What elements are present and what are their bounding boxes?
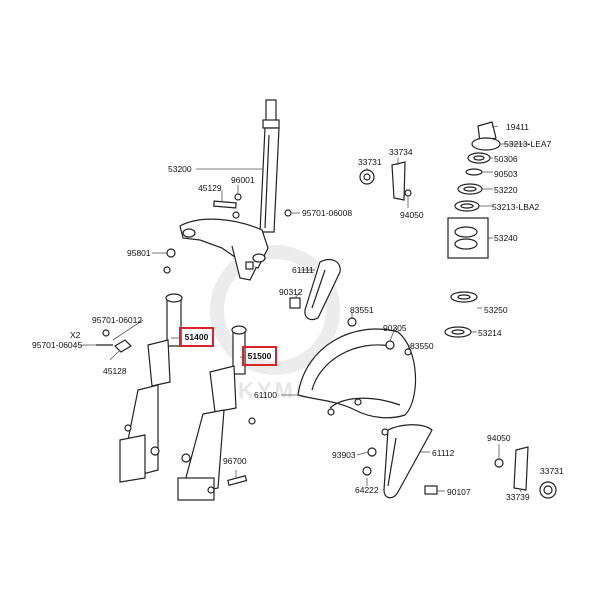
left-fork [119,293,183,483]
label-33731-top: 33731 [358,157,382,167]
label-19411: 19411 [506,122,530,132]
leader-lines [80,125,530,493]
label-53214: 53214 [478,328,502,338]
label-61111: 61111 [292,265,314,275]
bearing-stack-upper [454,121,501,212]
bearing-stack-lower [444,217,489,338]
label-53250: 53250 [484,305,508,315]
label-93903: 93903 [332,450,356,460]
right-fork [177,325,256,501]
label-94050-top: 94050 [400,210,424,220]
label-51400: 51400 [184,332,209,342]
label-90107: 90107 [447,487,471,497]
label-61100: 61100 [254,390,278,400]
highlight-51500: 51500 [242,346,277,366]
label-94050-bottom: 94050 [487,433,511,443]
label-96001: 96001 [231,175,255,185]
label-45128: 45128 [103,366,127,376]
label-53213-lba2: 53213-LBA2 [492,202,540,212]
label-83550: 83550 [410,341,434,351]
label-53200: 53200 [168,164,192,174]
label-45129: 45129 [198,183,222,193]
label-33731-bottom: 33731 [540,466,564,476]
fender-lower-cover [383,424,433,499]
label-53213-lea7: 53213-LEA7 [504,139,552,149]
label-64222: 64222 [355,485,379,495]
label-83551: 83551 [350,305,374,315]
label-50306: 50306 [494,154,518,164]
label-33734: 33734 [389,147,413,157]
label-96700: 96700 [223,456,247,466]
label-95701-06008: 95701-06008 [302,208,353,218]
label-90305: 90305 [383,323,407,333]
steering-stem [259,99,280,233]
label-95701-06045: 95701-06045 [32,340,83,350]
bracket-top [359,161,412,201]
label-53240: 53240 [494,233,518,243]
front-fender [297,328,416,419]
label-61112: 61112 [432,448,455,458]
label-90503: 90503 [494,169,518,179]
triple-clamp [179,218,269,281]
label-53220: 53220 [494,185,518,195]
highlight-51400: 51400 [179,327,214,347]
label-33739: 33739 [506,492,530,502]
label-95801: 95801 [127,248,151,258]
label-x2: X2 [70,330,81,340]
label-51500: 51500 [247,351,272,361]
label-95701-06012: 95701-06012 [92,315,143,325]
fender-upper-cover [304,259,341,321]
label-90312: 90312 [279,287,303,297]
